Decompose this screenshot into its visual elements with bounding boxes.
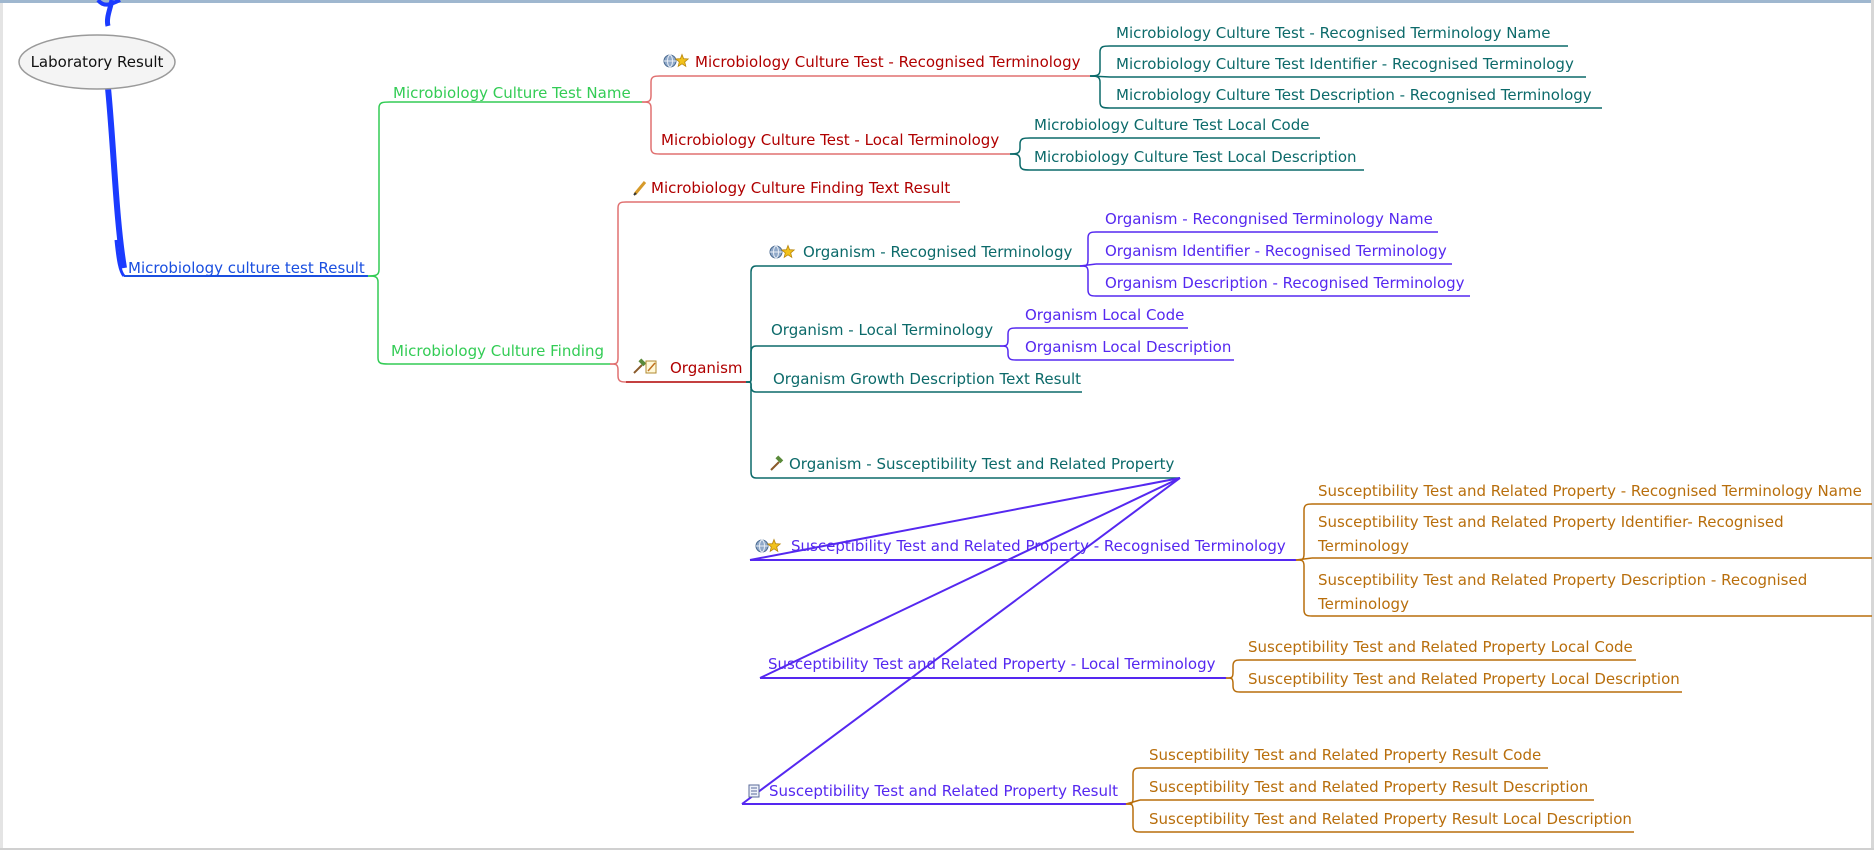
connector-susc-recognised-child — [1295, 503, 1313, 561]
note-icon — [645, 360, 657, 374]
finding-label[interactable]: Microbiology Culture Finding — [391, 342, 604, 360]
canvas-right-edge — [1871, 0, 1874, 850]
root-node-shape — [18, 34, 176, 90]
connector-organism — [609, 363, 627, 383]
canvas-left-edge — [0, 0, 3, 850]
connector-finding — [367, 275, 389, 365]
org-local-child-2[interactable]: Organism Local Description — [1025, 338, 1231, 356]
root-node[interactable]: Laboratory Result — [18, 34, 176, 90]
org-recognised-label[interactable]: Organism - Recognised Terminology — [803, 243, 1072, 261]
susc-recognised-label[interactable]: Susceptibility Test and Related Property… — [791, 537, 1286, 555]
susc-local-child-1[interactable]: Susceptibility Test and Related Property… — [1248, 638, 1633, 656]
connector-test-local-child — [1009, 153, 1031, 171]
star-icon — [674, 53, 690, 68]
test-recognised-label[interactable]: Microbiology Culture Test - Recognised T… — [695, 53, 1081, 71]
test-recognised-child-1[interactable]: Microbiology Culture Test - Recognised T… — [1116, 24, 1551, 42]
connector-org-local — [745, 345, 757, 383]
org-local-child-1[interactable]: Organism Local Code — [1025, 306, 1184, 324]
connector-test-recognised — [641, 75, 661, 103]
hammer-icon — [770, 455, 784, 471]
star-icon — [780, 244, 796, 259]
connector-test-local — [641, 101, 661, 155]
connector-test-recognised-child — [1089, 45, 1111, 77]
connector-susc-result — [741, 477, 1181, 805]
connector-test-local-child — [1009, 137, 1031, 155]
connector-susc-local — [759, 477, 1181, 679]
globe-icon — [769, 245, 783, 259]
connector-org-recognised-child — [1079, 231, 1097, 267]
connector-layer — [96, 0, 1872, 833]
susc-recognised-child-2-line-1[interactable]: Susceptibility Test and Related Property… — [1318, 513, 1784, 531]
susc-recognised-child-1-line-1[interactable]: Susceptibility Test and Related Property… — [1318, 482, 1862, 500]
hammer-icon — [633, 358, 647, 374]
test-recognised-child-2[interactable]: Microbiology Culture Test Identifier - R… — [1116, 55, 1574, 73]
connector-susc-recognised — [749, 477, 1181, 561]
connector-org-recognised-child — [1079, 265, 1097, 297]
connector-susc-local-child — [1225, 659, 1241, 679]
star-icon — [766, 538, 782, 553]
susc-recognised-child-2-line-2[interactable]: Terminology — [1317, 537, 1409, 555]
org-susceptibility-label[interactable]: Organism - Susceptibility Test and Relat… — [789, 455, 1175, 473]
connector-text-result — [609, 201, 627, 365]
test-recognised-child-3[interactable]: Microbiology Culture Test Description - … — [1116, 86, 1592, 104]
connector-test-recognised-child — [1089, 75, 1111, 109]
susc-result-child-3[interactable]: Susceptibility Test and Related Property… — [1149, 810, 1632, 828]
test-local-child-2[interactable]: Microbiology Culture Test Local Descript… — [1034, 148, 1357, 166]
connector-susc-recognised-child — [1295, 559, 1313, 617]
root-label: Laboratory Result — [31, 53, 164, 71]
connector-org-local-child — [999, 345, 1017, 361]
trunk-top-stroke-2 — [105, 0, 115, 27]
trunk-main — [105, 87, 127, 269]
susc-result-child-1[interactable]: Susceptibility Test and Related Property… — [1149, 746, 1541, 764]
list-icon — [748, 784, 760, 798]
org-recognised-child-3[interactable]: Organism Description - Recognised Termin… — [1105, 274, 1465, 292]
globe-icon — [755, 539, 769, 553]
globe-icon — [663, 54, 677, 68]
icon-layer — [633, 53, 796, 798]
susc-result-child-2[interactable]: Susceptibility Test and Related Property… — [1149, 778, 1588, 796]
org-growth-label[interactable]: Organism Growth Description Text Result — [773, 370, 1081, 388]
trunk-to-main — [114, 239, 126, 278]
susc-local-child-2[interactable]: Susceptibility Test and Related Property… — [1248, 670, 1680, 688]
main-label[interactable]: Microbiology culture test Result — [128, 259, 365, 277]
test-local-label[interactable]: Microbiology Culture Test - Local Termin… — [661, 131, 999, 149]
org-recognised-child-2[interactable]: Organism Identifier - Recognised Termino… — [1105, 242, 1447, 260]
text-result-label[interactable]: Microbiology Culture Finding Text Result — [651, 179, 950, 197]
org-recognised-child-1[interactable]: Organism - Recongnised Terminology Name — [1105, 210, 1433, 228]
trunk-top-stroke — [96, 0, 121, 7]
connector-org-local-child — [999, 327, 1017, 347]
connector-org-susceptibility — [745, 381, 757, 479]
canvas-bottom-edge — [0, 848, 1874, 850]
pencil-icon — [633, 181, 647, 196]
connector-susc-local-child — [1225, 677, 1241, 693]
connector-test-name — [367, 101, 391, 277]
canvas-top-edge — [0, 0, 1874, 3]
test-local-child-1[interactable]: Microbiology Culture Test Local Code — [1034, 116, 1309, 134]
connector-susc-result-child — [1125, 767, 1141, 805]
test-name-label[interactable]: Microbiology Culture Test Name — [393, 84, 631, 102]
org-local-label[interactable]: Organism - Local Terminology — [771, 321, 993, 339]
susc-recognised-child-3-line-1[interactable]: Susceptibility Test and Related Property… — [1318, 571, 1807, 589]
susc-result-label[interactable]: Susceptibility Test and Related Property… — [769, 782, 1118, 800]
susc-local-label[interactable]: Susceptibility Test and Related Property… — [768, 655, 1216, 673]
organism-label[interactable]: Organism — [670, 359, 743, 377]
susc-recognised-child-3-line-2[interactable]: Terminology — [1317, 595, 1409, 613]
connector-susc-result-child — [1125, 803, 1141, 833]
